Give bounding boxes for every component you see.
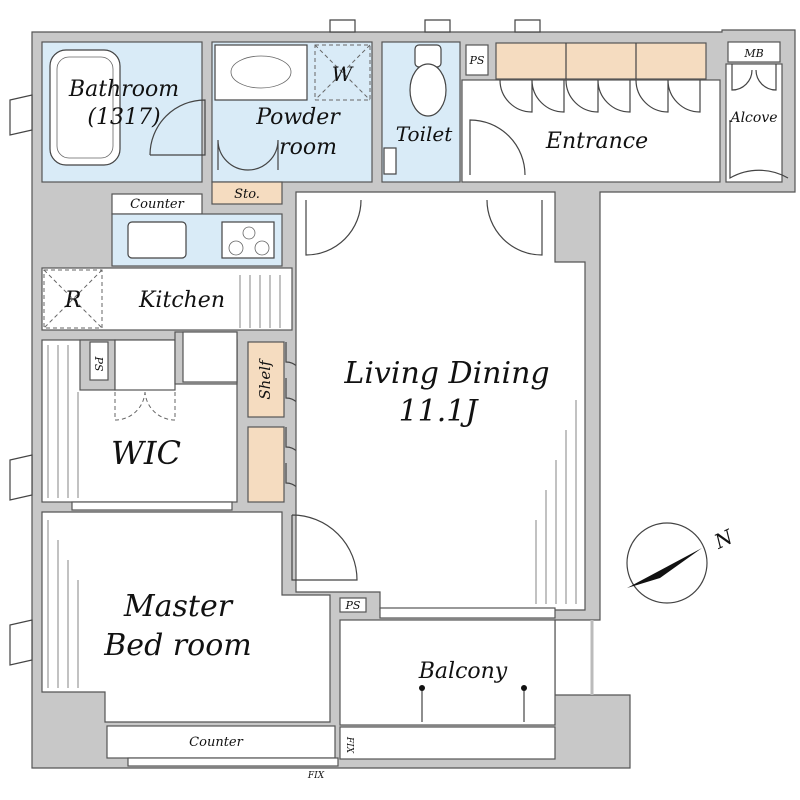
- label-kitchen: Kitchen: [138, 288, 225, 313]
- compass-arrow-icon: [627, 548, 702, 588]
- master-bedroom-area: [41, 511, 331, 723]
- label-refrigerator: R: [64, 288, 82, 313]
- label-master-2: Bed room: [103, 628, 251, 663]
- bedroom-counter: [106, 725, 336, 759]
- pipe-space-box: [465, 44, 489, 76]
- living-door-left: [305, 199, 362, 256]
- pipe-space-living: [339, 597, 367, 613]
- label-living-dining-1: Living Dining: [343, 356, 549, 391]
- refrigerator-space: [43, 269, 103, 329]
- shelf-upper: [247, 341, 285, 418]
- label-pipe-space-living: PS: [345, 599, 361, 612]
- label-living-dining-2: 11.1J: [399, 394, 480, 429]
- label-storage: Sto.: [234, 187, 260, 202]
- toilet-door: [469, 119, 526, 176]
- front-door: [729, 120, 789, 180]
- washbasin: [214, 44, 308, 101]
- label-fix-horizontal: FIX: [307, 771, 325, 781]
- label-pipe-space: PS: [469, 54, 485, 67]
- label-bathroom: Bathroom: [68, 77, 179, 102]
- label-shelf: Shelf: [256, 358, 274, 400]
- shelf-lower: [247, 426, 285, 503]
- shoe-cabinet: [495, 42, 707, 80]
- label-powder-room-2: room: [279, 135, 337, 160]
- label-master-1: Master: [123, 589, 234, 624]
- bathtub: [49, 49, 121, 166]
- powder-room-door: [217, 139, 279, 171]
- label-washer: W: [332, 62, 354, 86]
- cooktop: [221, 221, 275, 259]
- label-bathroom-size: (1317): [87, 105, 160, 130]
- kitchen-sink: [127, 221, 187, 259]
- label-wic: WIC: [111, 434, 181, 472]
- toilet-bowl: [409, 63, 447, 117]
- label-powder-room-1: Powder: [255, 105, 341, 130]
- pipe-space-wic: [89, 341, 109, 381]
- living-dining-area: [295, 191, 586, 611]
- bathroom-door: [149, 99, 206, 156]
- label-entrance: Entrance: [545, 129, 648, 154]
- label-bedroom-counter: Counter: [189, 735, 243, 750]
- label-pipe-space-wic: PS: [92, 356, 105, 372]
- compass: [626, 522, 708, 604]
- label-alcove: Alcove: [728, 110, 777, 126]
- compass-north-label: N: [710, 524, 738, 554]
- meter-box: [727, 41, 781, 63]
- living-door-right: [486, 199, 543, 256]
- storage: [211, 181, 283, 205]
- balcony-area: [339, 619, 556, 726]
- alcove-area: [725, 63, 783, 183]
- label-balcony: Balcony: [418, 659, 508, 684]
- label-fix-vertical: FIX: [344, 736, 354, 754]
- bedroom-door: [291, 514, 358, 581]
- label-toilet: Toilet: [396, 122, 453, 146]
- label-kitchen-counter: Counter: [130, 197, 184, 212]
- label-meter-box: MB: [743, 47, 763, 60]
- washer-space: [314, 44, 371, 101]
